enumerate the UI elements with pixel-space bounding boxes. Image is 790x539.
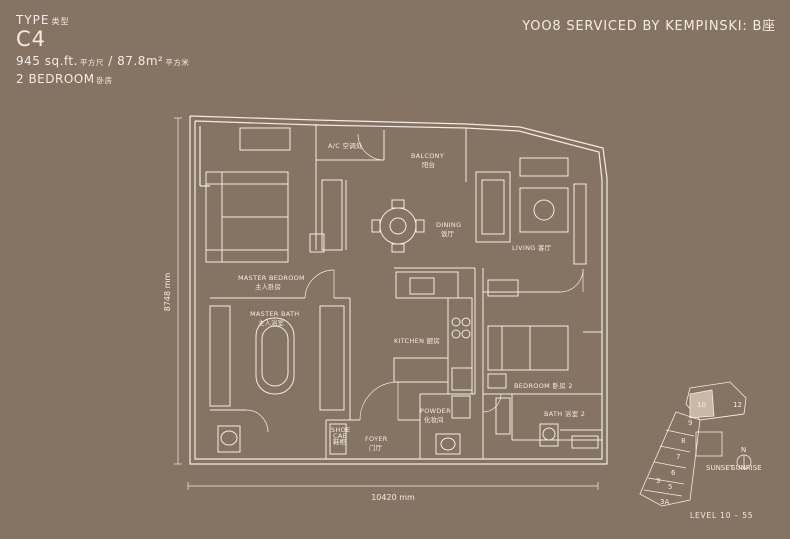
- level-range: LEVEL 10 – 55: [690, 511, 753, 520]
- outer-walls: [189, 115, 608, 465]
- kitchen-label: KITCHEN 厨房: [394, 336, 440, 345]
- key-plan-highlight: [689, 389, 715, 419]
- foyer-label: FOYER: [365, 435, 388, 443]
- bath2-fixtures: [495, 397, 599, 449]
- master-bed: [205, 127, 291, 263]
- bedroom2-bed: [487, 279, 569, 389]
- area-sqft: 945 sq.ft.: [16, 54, 78, 68]
- master-bedroom-label-cn: 主人卧房: [255, 282, 281, 291]
- bath2-label: BATH 浴室 2: [544, 409, 585, 418]
- interior-walls: [210, 124, 602, 459]
- dining-label: DINING: [436, 221, 461, 229]
- bedrooms-label-cn: 卧房: [96, 76, 113, 85]
- key-plan: [639, 381, 752, 507]
- dimension-lines: [174, 117, 599, 490]
- shoe-cabinet: [329, 423, 347, 455]
- living-furniture: [475, 157, 587, 265]
- kitchen-counters: [393, 271, 473, 395]
- shoe-cab-label-2: CAB: [333, 432, 347, 440]
- balcony-label: BALCONY: [411, 152, 444, 160]
- living-label: LIVING 客厅: [512, 243, 552, 252]
- shoe-cab-label: SHOE: [331, 426, 350, 434]
- type-label-cn: 类型: [51, 17, 70, 26]
- dining-label-cn: 饭厅: [441, 229, 455, 238]
- key-unit-3: 3: [656, 477, 660, 485]
- powder-fixtures: [435, 395, 471, 455]
- type-label: TYPE: [16, 13, 50, 27]
- key-sunset: SUNSET: [706, 464, 735, 472]
- key-unit-9: 9: [688, 419, 692, 427]
- key-north: N: [741, 446, 746, 454]
- key-unit-6: 6: [671, 469, 676, 477]
- key-unit-12: 12: [733, 401, 742, 409]
- door-swings: [245, 133, 584, 433]
- key-unit-10: 10: [697, 401, 706, 409]
- foyer-label-cn: 门厅: [369, 443, 383, 452]
- brand-title: YOO8 SERVICED BY KEMPINSKI: B座: [522, 19, 776, 34]
- master-bedroom-label: MASTER BEDROOM: [238, 274, 305, 282]
- bedrooms-label: 2 BEDROOM: [16, 72, 95, 86]
- master-bath-label: MASTER BATH: [250, 310, 299, 318]
- bedroom2-label: BEDROOM 卧房 2: [514, 381, 573, 390]
- area-sqm-cn: 平方米: [165, 58, 190, 67]
- key-unit-8: 8: [681, 437, 685, 445]
- balcony-label-cn: 阳台: [422, 160, 435, 169]
- key-unit-3a: 3A: [660, 498, 669, 506]
- powder-label-cn: 化妆间: [424, 415, 444, 424]
- unit-code: C4: [16, 27, 47, 51]
- powder-label: POWDER: [420, 407, 451, 415]
- dining-set: [371, 199, 425, 253]
- shoe-cab-label-cn: 鞋柜: [333, 437, 347, 446]
- ac-label: A/C 空调处: [328, 141, 363, 150]
- width-dimension: 10420 mm: [371, 493, 415, 502]
- master-bath-fixtures: [209, 305, 345, 453]
- key-sunrise: SUNRISE: [731, 464, 762, 472]
- master-bath-label-cn: 主人浴室: [258, 318, 285, 327]
- key-unit-5: 5: [668, 483, 672, 491]
- wardrobe: [309, 179, 343, 253]
- area-sqft-cn: 平方尺: [79, 58, 104, 67]
- key-unit-7: 7: [676, 453, 680, 461]
- height-dimension: 8748 mm: [163, 273, 172, 312]
- area-sqm: / 87.8m²: [108, 54, 164, 68]
